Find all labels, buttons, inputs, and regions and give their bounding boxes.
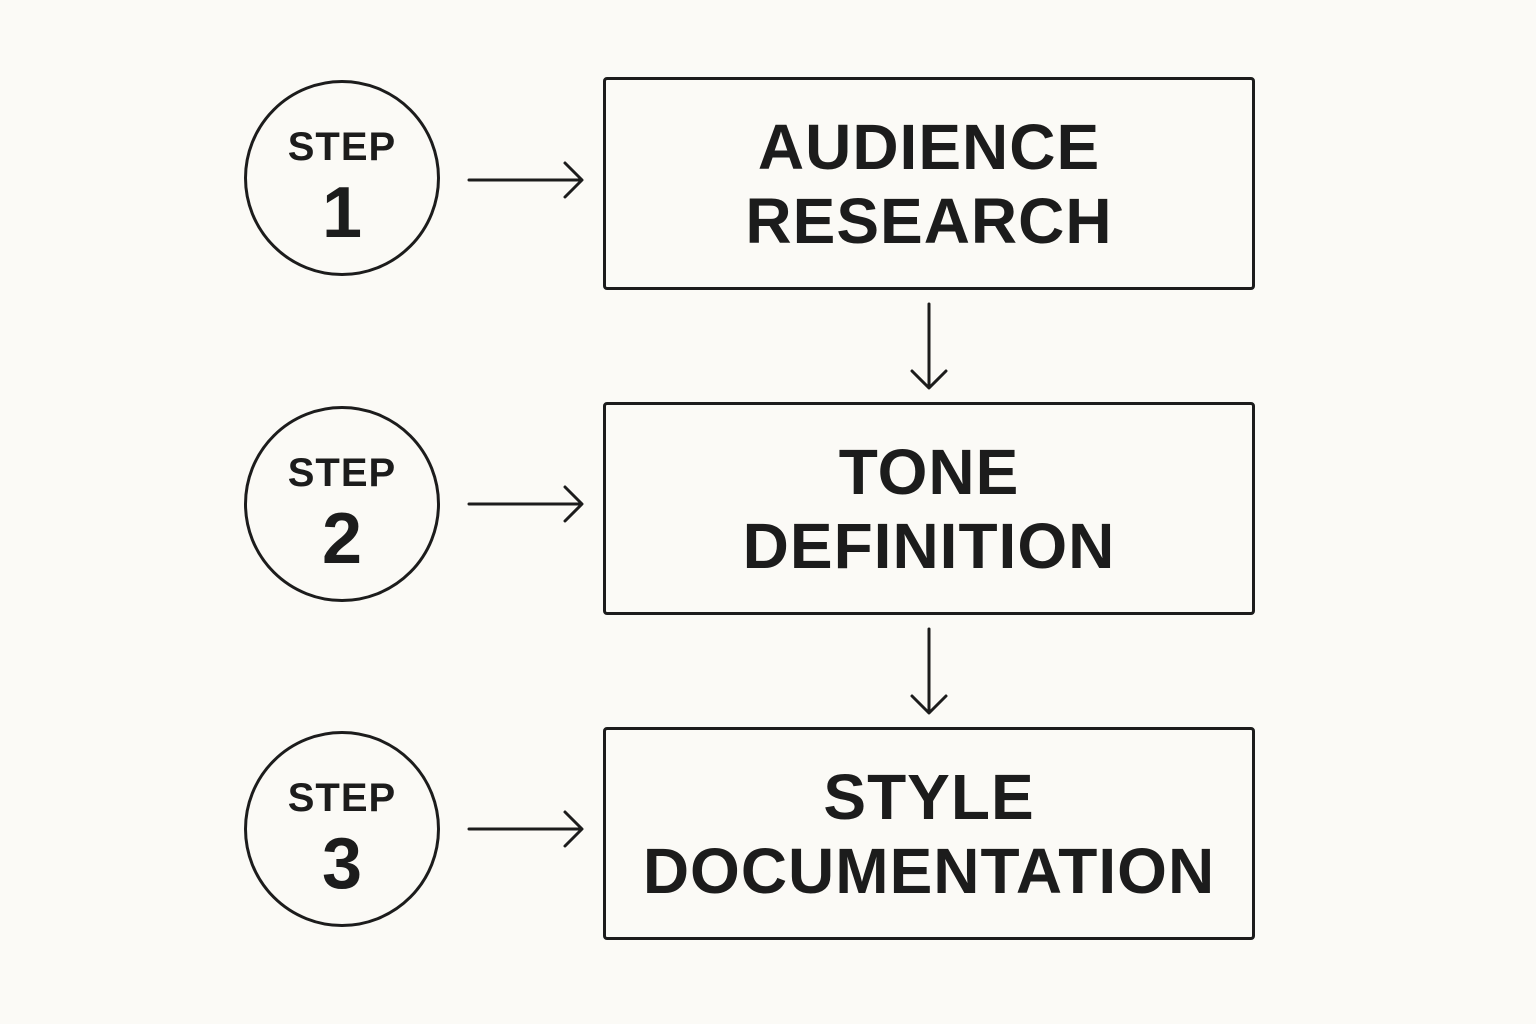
step-2-circle: STEP 2 (244, 406, 440, 602)
arrow-box1-to-box2 (910, 302, 948, 390)
step-1-label: STEP (287, 125, 397, 169)
arrow-step1-to-box (467, 161, 584, 199)
step-3-box: STYLE DOCUMENTATION (603, 727, 1255, 940)
step-3-title-line-1: STYLE (823, 760, 1035, 833)
step-1-title-line-1: AUDIENCE (757, 110, 1101, 183)
step-2-title-line-2: DEFINITION (742, 509, 1116, 582)
step-2-box: TONE DEFINITION (603, 402, 1255, 615)
step-1-title-line-2: RESEARCH (745, 184, 1113, 257)
step-2-number: 2 (321, 499, 363, 579)
arrow-step3-to-box (467, 810, 584, 848)
step-1-box: AUDIENCE RESEARCH (603, 77, 1255, 290)
step-3-title-line-2: DOCUMENTATION (642, 834, 1216, 907)
step-3-number: 3 (321, 824, 363, 904)
step-2-title-line-1: TONE (838, 435, 1020, 508)
step-1-circle: STEP 1 (244, 80, 440, 276)
step-3-label: STEP (287, 776, 397, 820)
arrow-step2-to-box (467, 485, 584, 523)
step-2-label: STEP (287, 451, 397, 495)
step-3-circle: STEP 3 (244, 731, 440, 927)
arrow-box2-to-box3 (910, 627, 948, 715)
step-1-number: 1 (321, 173, 363, 253)
